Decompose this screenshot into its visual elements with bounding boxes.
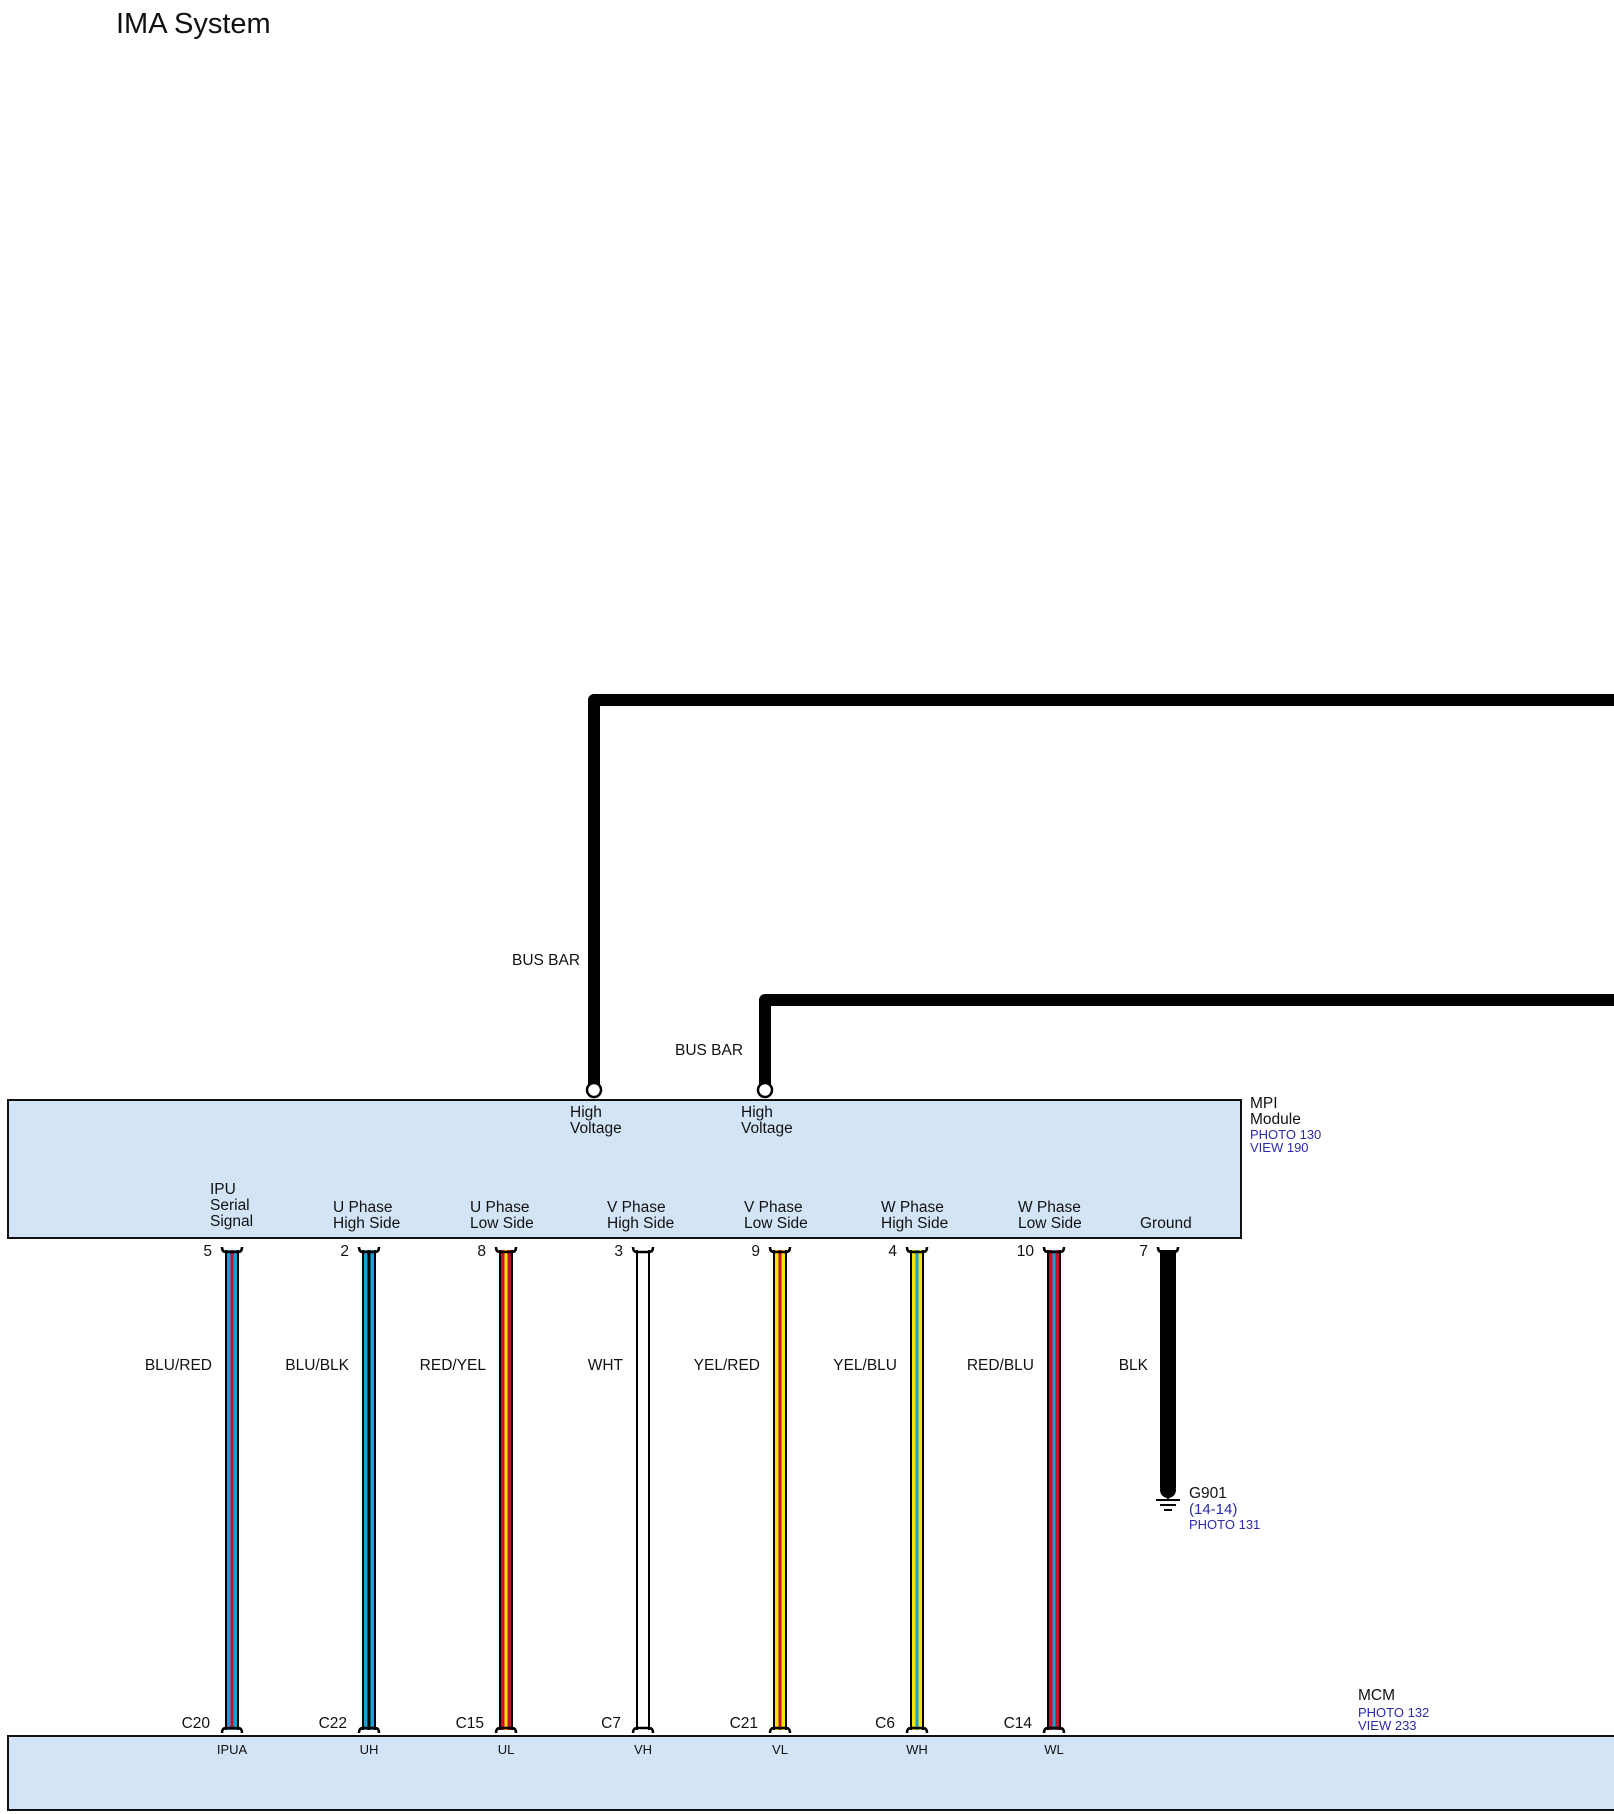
mcm-pin-number-1: C20 <box>181 1715 210 1732</box>
wire-5 <box>768 1246 792 1734</box>
ground-photo-ref[interactable]: PHOTO 131 <box>1189 1517 1261 1532</box>
mcm-signal-label-1: IPUA <box>216 1742 248 1757</box>
mcm-signal-label-7: WL <box>1044 1742 1064 1757</box>
high-voltage-label-2: High Voltage <box>741 1104 793 1137</box>
mpi-pin-number-4: 3 <box>614 1243 623 1260</box>
mpi-pin-number-3: 8 <box>477 1243 486 1260</box>
wire-color-label-7: RED/BLU <box>966 1357 1034 1374</box>
ground-wire <box>1160 1250 1176 1488</box>
mpi-module-photo-ref[interactable]: PHOTO 130 <box>1250 1127 1322 1142</box>
mcm-signal-label-5: VL <box>772 1742 788 1757</box>
mpi-pin-number-5: 9 <box>751 1243 760 1260</box>
wire-color-label-4: WHT <box>587 1357 623 1374</box>
page-title: IMA System <box>116 8 271 40</box>
bus-bar-label-2: BUS BAR <box>675 1042 744 1059</box>
mpi-pin-number-7: 10 <box>1016 1243 1034 1260</box>
mcm-pin-number-4: C7 <box>601 1715 621 1732</box>
mpi-module-label: MPI Module <box>1250 1095 1301 1128</box>
ground-page-ref[interactable]: (14-14) <box>1189 1501 1238 1518</box>
mpi-pin-number-6: 4 <box>888 1243 897 1260</box>
mpi-module-box <box>7 1099 1242 1239</box>
mcm-pin-number-6: C6 <box>875 1715 895 1732</box>
mcm-signal-label-4: VH <box>633 1742 653 1757</box>
mpi-module-view-ref[interactable]: VIEW 190 <box>1250 1140 1309 1155</box>
wire-7 <box>1042 1246 1066 1734</box>
mpi-pin-number-1: 5 <box>203 1243 212 1260</box>
mcm-pin-number-2: C22 <box>318 1715 347 1732</box>
wire-color-label-3: RED/YEL <box>419 1357 486 1374</box>
mpi-pin-number-2: 2 <box>340 1243 349 1260</box>
ground-name-label: G901 <box>1189 1485 1227 1502</box>
wire-2 <box>357 1246 381 1734</box>
wire-color-label-8: BLK <box>1118 1357 1148 1374</box>
high-voltage-terminal-2 <box>756 1081 774 1099</box>
mcm-view-ref[interactable]: VIEW 233 <box>1358 1718 1417 1733</box>
mcm-pin-number-3: C15 <box>455 1715 484 1732</box>
mcm-photo-ref[interactable]: PHOTO 132 <box>1358 1705 1430 1720</box>
high-voltage-label-1: High Voltage <box>570 1104 622 1137</box>
mcm-label: MCM <box>1358 1687 1396 1704</box>
wire-6 <box>905 1246 929 1734</box>
wire-1 <box>220 1246 244 1734</box>
wire-color-label-6: YEL/BLU <box>833 1357 897 1374</box>
ground-symbol-icon <box>1156 1482 1180 1511</box>
wire-group <box>220 1246 1066 1734</box>
bus-bar-label-1: BUS BAR <box>512 952 581 969</box>
mcm-pin-number-7: C14 <box>1003 1715 1032 1732</box>
mpi-pin-number-8: 7 <box>1139 1243 1148 1260</box>
bus-bar-wire-1 <box>588 694 1614 1090</box>
high-voltage-terminal-1 <box>585 1081 603 1099</box>
wire-color-label-1: BLU/RED <box>144 1357 212 1374</box>
mcm-pin-number-5: C21 <box>729 1715 758 1732</box>
mcm-box <box>7 1735 1614 1811</box>
wire-4 <box>631 1246 655 1734</box>
ground-pin-connector <box>1156 1246 1180 1254</box>
wire-color-label-2: BLU/BLK <box>285 1357 349 1374</box>
bus-bar-wire-2 <box>759 994 1614 1090</box>
signal-label-8: Ground <box>1140 1215 1192 1232</box>
mcm-signal-label-6: WH <box>906 1742 928 1757</box>
wire-color-label-5: YEL/RED <box>693 1357 760 1374</box>
wire-3 <box>494 1246 518 1734</box>
mcm-signal-label-3: UL <box>497 1742 515 1757</box>
mcm-signal-label-2: UH <box>359 1742 379 1757</box>
